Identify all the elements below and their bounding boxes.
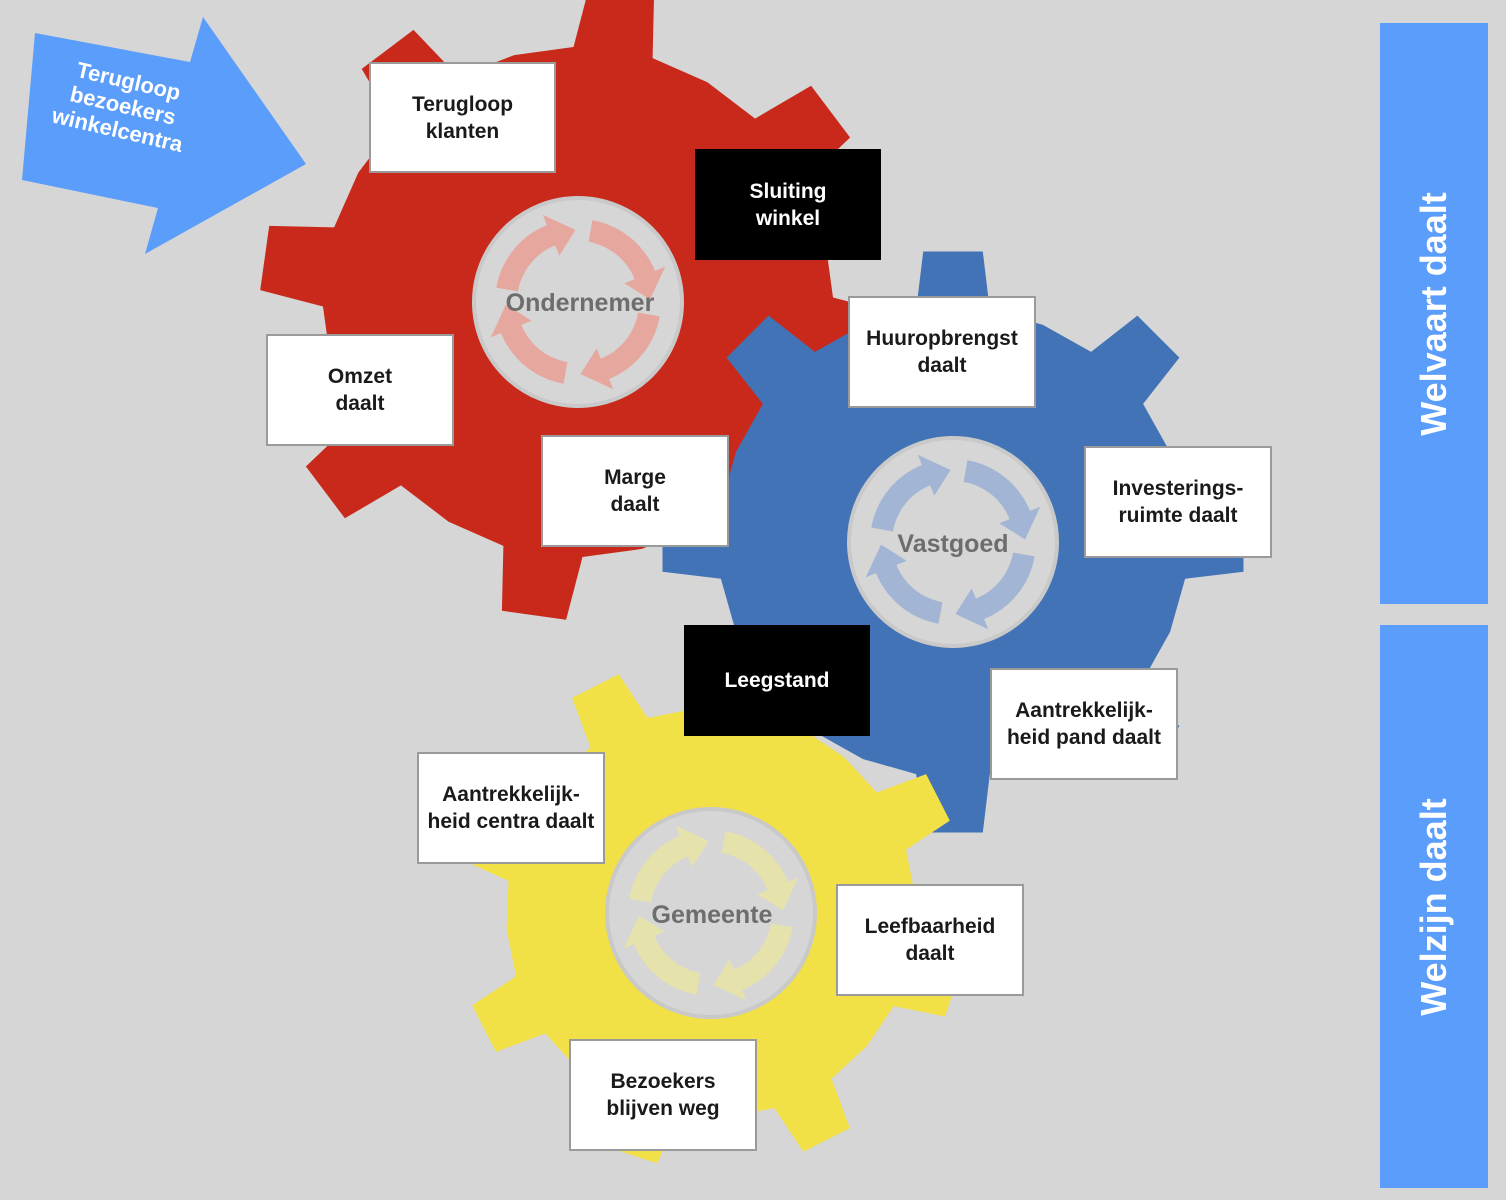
box-sluiting-winkel: Sluiting winkel xyxy=(695,149,881,260)
box-aantrekkelijkheid-pand: Aantrekkelijk- heid pand daalt xyxy=(990,668,1178,780)
cycle-arrow-segment xyxy=(721,831,799,911)
gear-label-gemeente: Gemeente xyxy=(652,901,773,929)
box-bezoekers-blijven-weg: Bezoekers blijven weg xyxy=(569,1039,757,1151)
cycle-arrows-icon xyxy=(623,825,799,1001)
input-arrow xyxy=(22,17,306,254)
cycle-arrow-segment xyxy=(629,825,709,903)
cycle-arrow-segment xyxy=(963,460,1041,540)
cycle-arrow-segment xyxy=(713,923,793,1001)
gear-label-vastgoed: Vastgoed xyxy=(897,530,1008,558)
cycle-arrow-segment xyxy=(588,220,666,300)
box-investeringsruimte-daalt: Investerings- ruimte daalt xyxy=(1084,446,1272,558)
box-leegstand: Leegstand xyxy=(684,625,870,736)
cycle-arrow-segment xyxy=(496,214,576,292)
cycle-arrow-segment xyxy=(580,312,660,390)
cycle-arrow-segment xyxy=(865,544,943,624)
box-leefbaarheid-daalt: Leefbaarheid daalt xyxy=(836,884,1024,996)
side-bar-welzijn: Welzijn daalt xyxy=(1380,625,1488,1188)
box-huuropbrengst-daalt: Huuropbrengst daalt xyxy=(848,296,1036,408)
cycle-arrows-icon xyxy=(490,214,666,390)
side-bar-welzijn-label: Welzijn daalt xyxy=(1413,797,1454,1016)
cycle-arrow-segment xyxy=(623,915,701,995)
side-bar-welvaart: Welvaart daalt xyxy=(1380,23,1488,604)
side-bar-welvaart-label: Welvaart daalt xyxy=(1413,191,1454,436)
box-marge-daalt: Marge daalt xyxy=(541,435,729,547)
cycle-arrows-icon xyxy=(865,454,1041,630)
box-omzet-daalt: Omzet daalt xyxy=(266,334,454,446)
box-terugloop-klanten: Terugloop klanten xyxy=(369,62,556,173)
box-aantrekkelijkheid-centra: Aantrekkelijk- heid centra daalt xyxy=(417,752,605,864)
cycle-arrow-segment xyxy=(871,454,951,532)
gear-label-ondernemer: Ondernemer xyxy=(506,289,655,317)
cycle-arrow-segment xyxy=(955,552,1035,630)
cycle-arrow-segment xyxy=(490,304,568,384)
